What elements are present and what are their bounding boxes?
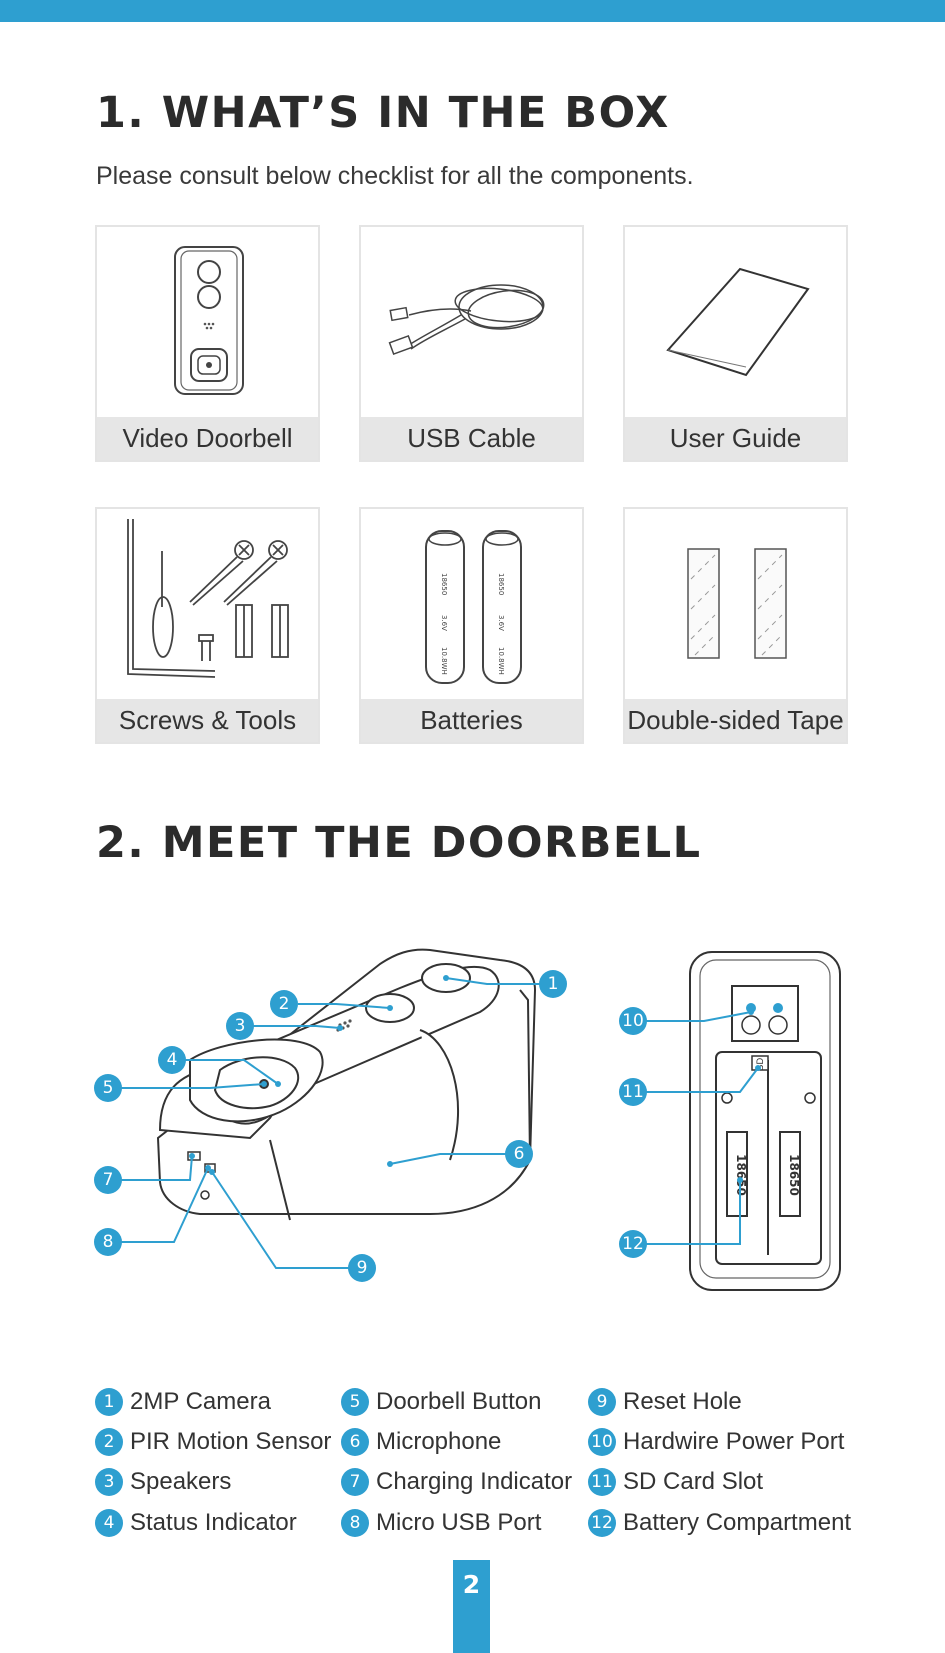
doorbell-icon — [174, 246, 244, 395]
callout-12: 12 — [619, 1230, 647, 1258]
legend-item: 10 Hardwire Power Port — [588, 1425, 844, 1459]
battery-model-label: 18650 — [734, 1154, 748, 1196]
battery-model: 18650 — [497, 573, 505, 595]
callout-10: 10 — [619, 1007, 647, 1035]
callout-1: 1 — [539, 970, 567, 998]
legend-label: Battery Compartment — [623, 1509, 852, 1536]
batteries-icon: 18650 3.6V 10.8WH 18650 3.6V 10.8WH — [425, 530, 522, 684]
legend-number-badge: 3 — [95, 1468, 123, 1496]
item-card-user-guide: User Guide — [623, 225, 848, 462]
battery-voltage: 3.6V — [440, 615, 448, 631]
top-accent-bar — [0, 0, 945, 22]
legend-label: PIR Motion Sensor — [130, 1428, 332, 1455]
legend-item: 1 2MP Camera — [95, 1385, 271, 1419]
screws-tools-icon — [127, 519, 289, 678]
user-guide-icon — [666, 267, 810, 377]
legend-number-badge: 7 — [341, 1468, 369, 1496]
doorbell-diagram: SD 18650 18650 1 2 3 4 5 6 7 8 9 10 11 1… — [94, 948, 841, 1291]
battery-voltage: 3.6V — [497, 615, 505, 631]
svg-text:8: 8 — [103, 1232, 114, 1252]
callout-11: 11 — [619, 1078, 647, 1106]
callout-5: 5 — [94, 1074, 122, 1102]
legend-number-badge: 8 — [341, 1509, 369, 1537]
svg-text:2: 2 — [279, 994, 290, 1014]
legend-number-badge: 5 — [341, 1388, 369, 1416]
svg-text:12: 12 — [622, 1234, 644, 1254]
page-number: 2 — [453, 1560, 490, 1653]
tape-icon — [687, 548, 787, 659]
callout-3: 3 — [226, 1012, 254, 1040]
legend-label: Speakers — [130, 1468, 232, 1495]
legend-item: 4 Status Indicator — [95, 1506, 297, 1540]
svg-text:7: 7 — [103, 1170, 114, 1190]
item-label: Screws & Tools — [97, 699, 318, 742]
svg-text:10: 10 — [622, 1011, 644, 1031]
battery-capacity: 10.8WH — [497, 647, 505, 675]
item-card-double-sided-tape: Double-sided Tape — [623, 507, 848, 744]
callout-4: 4 — [158, 1046, 186, 1074]
usb-cable-icon — [388, 284, 545, 356]
callout-7: 7 — [94, 1166, 122, 1194]
item-card-screws-tools: Screws & Tools — [95, 507, 320, 744]
callout-8: 8 — [94, 1228, 122, 1256]
legend-label: Status Indicator — [130, 1509, 297, 1536]
legend-item: 9 Reset Hole — [588, 1385, 742, 1419]
legend-number-badge: 2 — [95, 1428, 123, 1456]
legend-item: 11 SD Card Slot — [588, 1465, 763, 1499]
battery-capacity: 10.8WH — [440, 647, 448, 675]
legend-item: 6 Microphone — [341, 1425, 501, 1459]
leader-dots — [189, 975, 761, 1183]
legend-item: 12 Battery Compartment — [588, 1506, 851, 1540]
svg-text:11: 11 — [622, 1082, 644, 1102]
legend-label: Doorbell Button — [376, 1388, 542, 1415]
doorbell-back-illustration — [689, 951, 841, 1291]
leader-lines — [108, 977, 759, 1269]
legend-label: Hardwire Power Port — [623, 1428, 845, 1455]
legend-item: 2 PIR Motion Sensor — [95, 1425, 331, 1459]
legend-number-badge: 12 — [588, 1509, 616, 1537]
legend-label: Micro USB Port — [376, 1509, 542, 1536]
legend-item: 8 Micro USB Port — [341, 1506, 541, 1540]
svg-text:9: 9 — [357, 1258, 368, 1278]
doorbell-front-illustration — [156, 948, 537, 1221]
item-card-video-doorbell: Video Doorbell — [95, 225, 320, 462]
legend-number-badge: 6 — [341, 1428, 369, 1456]
callout-2: 2 — [270, 990, 298, 1018]
legend-item: 3 Speakers — [95, 1465, 231, 1499]
legend-label: Charging Indicator — [376, 1468, 573, 1495]
section-subtitle: Please consult below checklist for all t… — [96, 162, 694, 190]
legend-number-badge: 10 — [588, 1428, 616, 1456]
legend-number-badge: 1 — [95, 1388, 123, 1416]
legend-item: 5 Doorbell Button — [341, 1385, 541, 1419]
item-label: Video Doorbell — [97, 417, 318, 460]
battery-model: 18650 — [440, 573, 448, 595]
legend-label: Microphone — [376, 1428, 502, 1455]
legend-number-badge: 11 — [588, 1468, 616, 1496]
item-label: Batteries — [361, 699, 582, 742]
svg-text:5: 5 — [103, 1078, 114, 1098]
item-label: Double-sided Tape — [625, 699, 846, 742]
callout-9: 9 — [348, 1254, 376, 1282]
svg-text:6: 6 — [514, 1144, 525, 1164]
battery-model-label: 18650 — [787, 1154, 801, 1196]
item-label: User Guide — [625, 417, 846, 460]
sd-slot-label: SD — [756, 1058, 766, 1071]
legend-label: SD Card Slot — [623, 1468, 764, 1495]
svg-text:1: 1 — [548, 974, 559, 994]
item-card-usb-cable: USB Cable — [359, 225, 584, 462]
svg-text:4: 4 — [167, 1050, 178, 1070]
svg-text:3: 3 — [235, 1016, 246, 1036]
section-title-whats-in-the-box: 1. WHAT’S IN THE BOX — [96, 88, 670, 138]
legend-number-badge: 9 — [588, 1388, 616, 1416]
legend-label: 2MP Camera — [130, 1388, 271, 1415]
item-label: USB Cable — [361, 417, 582, 460]
legend-number-badge: 4 — [95, 1509, 123, 1537]
item-card-batteries: 18650 3.6V 10.8WH 18650 3.6V 10.8WH Batt… — [359, 507, 584, 744]
legend-item: 7 Charging Indicator — [341, 1465, 572, 1499]
section-title-meet-the-doorbell: 2. MEET THE DOORBELL — [96, 818, 702, 868]
legend-label: Reset Hole — [623, 1388, 742, 1415]
callout-6: 6 — [505, 1140, 533, 1168]
